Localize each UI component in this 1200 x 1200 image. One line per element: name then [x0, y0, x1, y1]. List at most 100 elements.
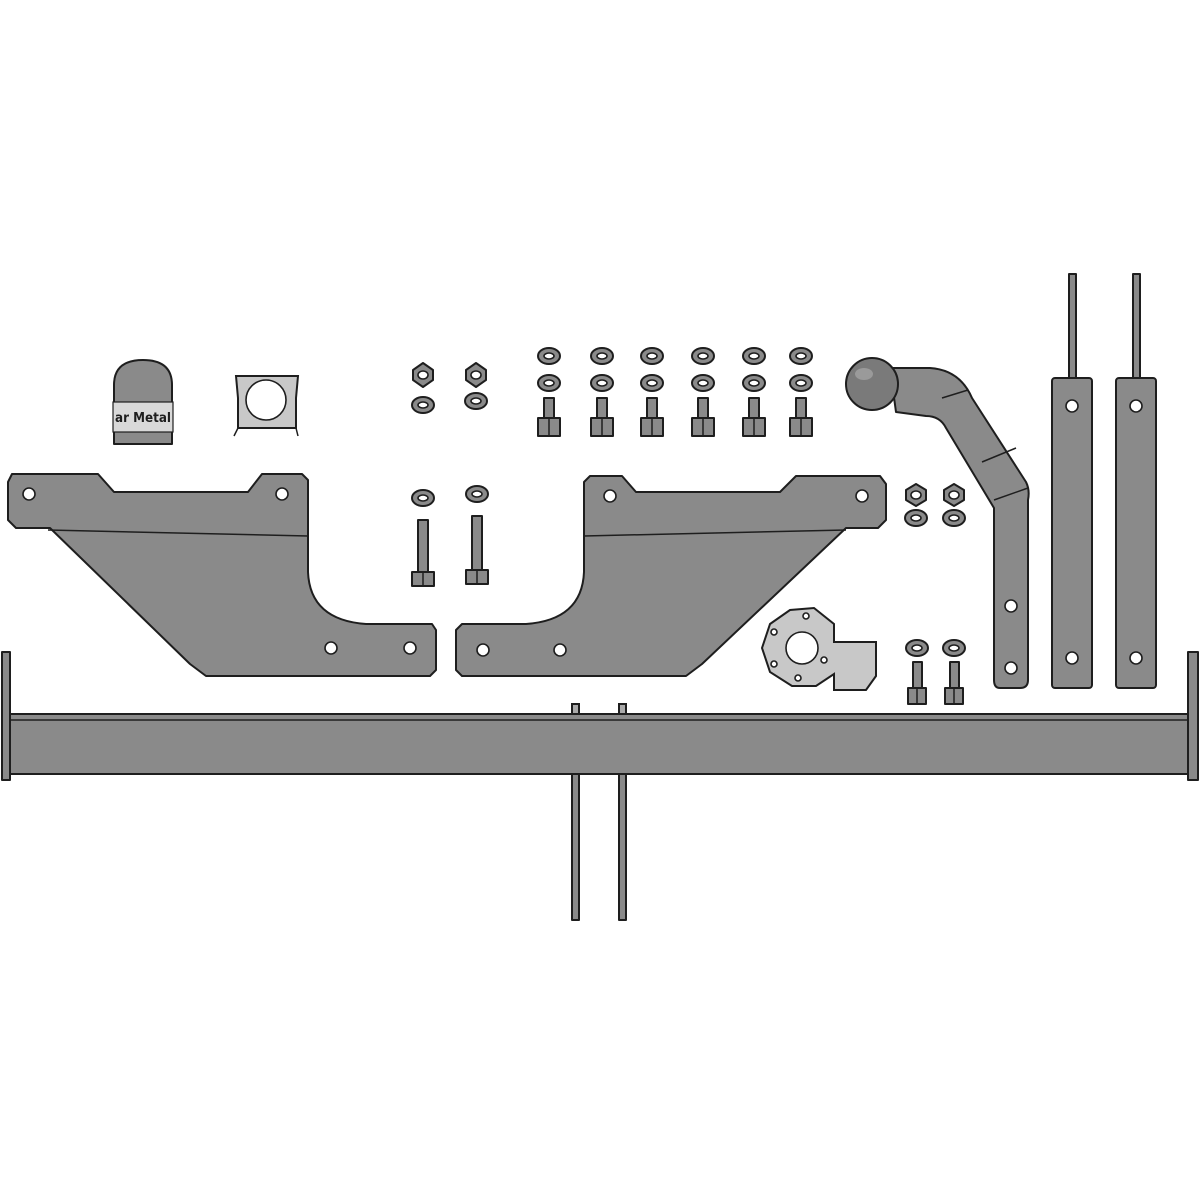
main-crossbar	[1, 651, 1199, 921]
short-bolt-set-2	[590, 347, 614, 437]
crossbar-hanger-left	[571, 773, 580, 921]
bracket-hole	[324, 641, 338, 655]
nut-washer-set-right	[904, 483, 966, 527]
washer-bore	[543, 379, 555, 387]
washer-bore	[417, 401, 429, 409]
washer-bore	[470, 397, 482, 405]
long-bolt-set	[411, 485, 489, 587]
bracket-hole	[22, 487, 36, 501]
crossbar-tab	[618, 703, 627, 715]
socket-bracket	[233, 375, 300, 437]
bracket-fold-line	[583, 529, 847, 537]
tow-ball-arm	[845, 357, 1030, 689]
vertical-strap-2	[1115, 273, 1157, 689]
washer-bore	[910, 514, 922, 522]
vertical-strap-1	[1051, 273, 1093, 689]
strap-hole	[1129, 399, 1143, 413]
short-bolt-set-3	[640, 347, 664, 437]
left-side-bracket	[7, 473, 437, 677]
bracket-hole	[245, 379, 287, 421]
strap-body	[1115, 377, 1157, 689]
plate-hole	[794, 674, 802, 682]
right-side-bracket	[455, 475, 887, 677]
tow-ball	[845, 357, 899, 411]
washer-bore	[697, 352, 709, 360]
plate-center-hole	[785, 631, 819, 665]
plate-body	[760, 606, 877, 691]
short-bolt-set-5	[742, 347, 766, 437]
plate-hole	[820, 656, 828, 664]
arm-hole	[1004, 661, 1018, 675]
bracket-hole	[275, 487, 289, 501]
plate-hole	[770, 628, 778, 636]
long-bolt-2	[465, 485, 489, 585]
nut-bore	[948, 490, 960, 500]
washer-bore	[543, 352, 555, 360]
bracket-body	[455, 475, 887, 677]
bolt-shank	[596, 397, 608, 419]
bolt-shank	[795, 397, 807, 419]
nut-bore	[470, 370, 482, 380]
washer-bore	[417, 494, 429, 502]
washer-bore	[911, 644, 923, 652]
cover-label-band	[112, 401, 174, 433]
crossbar-end-plate-right	[1187, 651, 1199, 781]
washer-bore	[471, 490, 483, 498]
short-bolt-set-6	[789, 347, 813, 437]
washer-bore	[748, 352, 760, 360]
arm-hole	[1004, 599, 1018, 613]
nut-washer-set-left	[411, 362, 488, 414]
bracket-hole	[403, 641, 417, 655]
washer-bore	[646, 352, 658, 360]
washer-bore	[596, 379, 608, 387]
bracket-fold-line	[47, 529, 309, 537]
washer-bore	[795, 379, 807, 387]
washer-bore	[596, 352, 608, 360]
short-bolt-set-4	[691, 347, 715, 437]
arm-body	[889, 367, 1030, 689]
cover-label-text: ar Metal	[115, 411, 171, 426]
bracket-feet	[233, 427, 299, 437]
nut-bore	[417, 370, 429, 380]
bolt-shank	[543, 397, 555, 419]
bolt-shank	[697, 397, 709, 419]
washer-bore	[948, 514, 960, 522]
nut-washer-1	[411, 362, 435, 414]
tow-ball-highlight	[855, 368, 873, 380]
crossbar-tab	[571, 703, 580, 715]
strap-hole	[1065, 651, 1079, 665]
bracket-hole	[603, 489, 617, 503]
strap-rod	[1132, 273, 1141, 379]
small-bolt-2	[942, 639, 966, 705]
bracket-body	[7, 473, 437, 677]
washer-bore	[795, 352, 807, 360]
crossbar-end-plate-left	[1, 651, 11, 781]
washer-bore	[748, 379, 760, 387]
arm-bend-lines	[941, 389, 1029, 501]
strap-body	[1051, 377, 1093, 689]
crossbar-hanger-right	[618, 773, 627, 921]
nut-washer-4	[942, 483, 966, 527]
short-bolt-set-1	[537, 347, 561, 437]
nut-bore	[910, 490, 922, 500]
bracket-hole	[476, 643, 490, 657]
bracket-hole	[553, 643, 567, 657]
washer-bore	[646, 379, 658, 387]
strap-hole	[1129, 651, 1143, 665]
small-bolt-1	[905, 639, 929, 705]
washer-bore	[948, 644, 960, 652]
bolt-shank	[748, 397, 760, 419]
nut-washer-3	[904, 483, 928, 527]
strap-hole	[1065, 399, 1079, 413]
bolt-shank	[417, 519, 429, 573]
socket-plate	[760, 606, 877, 691]
bracket-hole	[855, 489, 869, 503]
plate-hole	[802, 612, 810, 620]
crossbar-tube	[9, 713, 1189, 775]
long-bolt-1	[411, 489, 435, 587]
nut-washer-2	[464, 362, 488, 410]
strap-rod	[1068, 273, 1077, 379]
bolt-shank	[646, 397, 658, 419]
